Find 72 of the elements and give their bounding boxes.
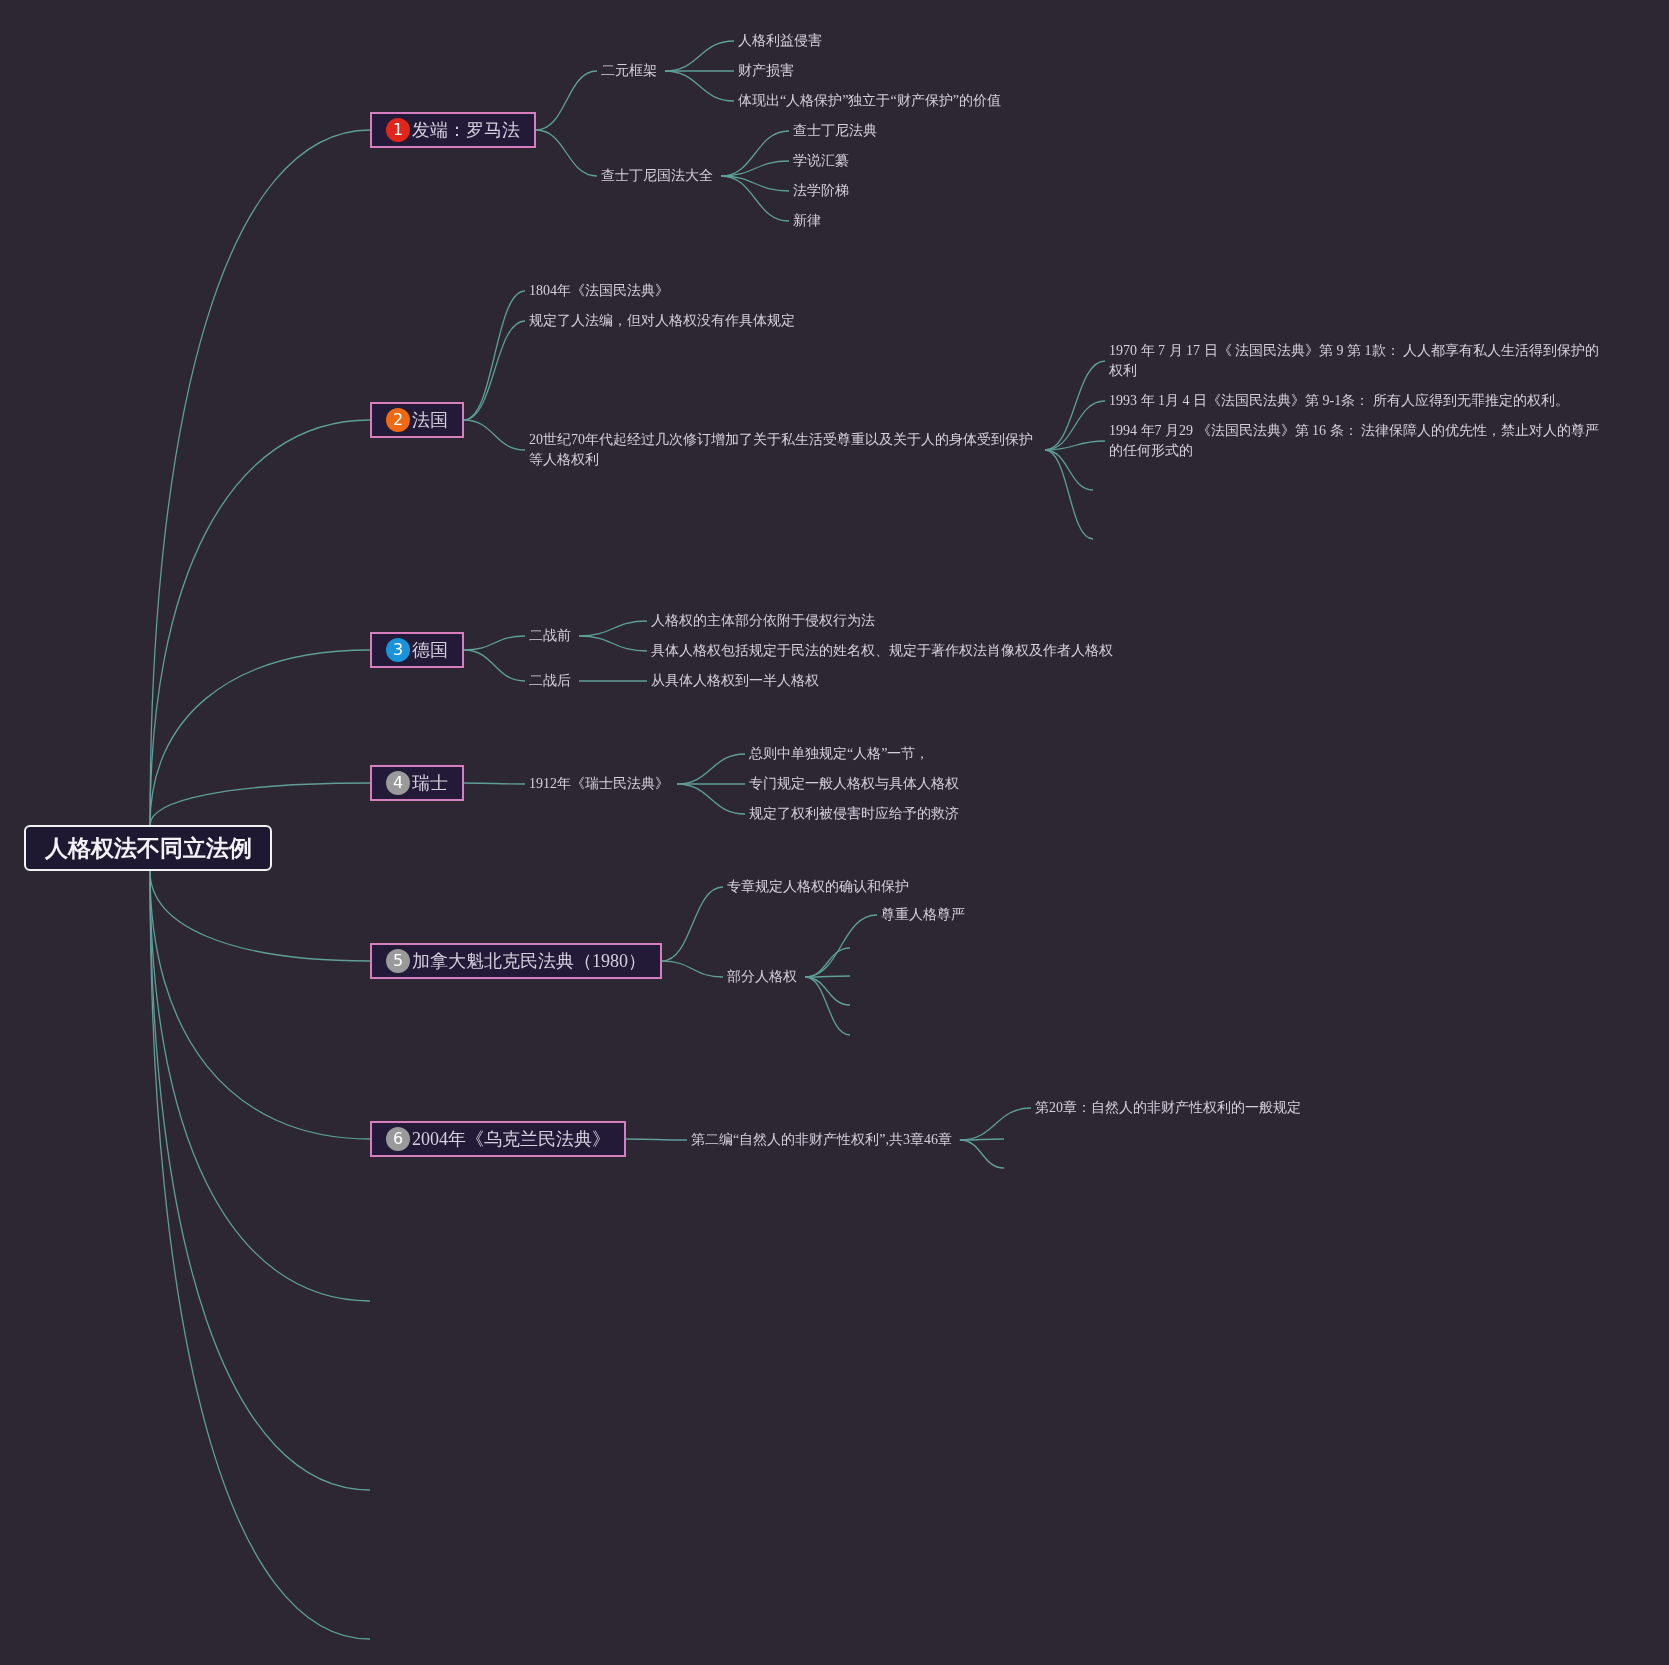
main-topic-box [370,765,464,801]
branch-text: 法学阶梯 [789,181,857,201]
branch-line [535,70,598,131]
branch-line [804,976,851,1006]
branch-line [1044,449,1094,491]
branch-text: 尊重人格尊严 [877,905,973,925]
topic-label: 加拿大魁北克民法典（1980） [412,950,646,973]
topic-label: 瑞士 [412,772,448,795]
branch-text: 专门规定一般人格权与具体人格权 [745,774,967,794]
branch-line [535,129,598,177]
branch-text: 二战前 [525,626,579,646]
branch-text: 体现出“人格保护”独立于“财产保护”的价值 [734,91,1009,111]
branch-line [578,635,648,652]
branch-line [661,960,724,978]
topic-label: 2004年《乌克兰民法典》 [412,1128,610,1151]
topic-label: 法国 [412,409,448,432]
branch-line [1044,449,1094,540]
branch-text: 部分人格权 [723,967,805,987]
main-topic-box [370,943,662,979]
branch-line [463,419,526,451]
branch-text: 从具体人格权到一半人格权 [647,671,827,691]
branch-text: 查士丁尼国法大全 [597,166,721,186]
branch-line [676,783,746,815]
branch-text: 具体人格权包括规定于民法的姓名权、规定于著作权法肖像权及作者人格权 [647,641,1121,661]
branch-line [1044,440,1106,451]
branch-text: 1970 年 7 月 17 日《 法国民法典》第 9 第 1款： 人人都享有私人生活得到保护的权利 [1105,341,1610,381]
branch-line [804,976,851,1036]
branch-text: 专章规定人格权的确认和保护 [723,877,917,897]
main-topic-box [370,402,464,438]
branch-line [625,1138,688,1141]
branch-line [720,175,790,222]
branch-text: 总则中单独规定“人格”一节， [745,744,938,764]
branch-line [664,70,735,102]
branch-text: 1912年《瑞士民法典》 [525,774,677,794]
branch-line [959,1139,1005,1169]
number-badge: 5 [386,949,410,973]
branch-text: 第二编“自然人的非财产性权利”,共3章46章 [687,1130,960,1150]
main-topic-box [370,632,464,668]
branch-line [959,1138,1005,1141]
branch-text: 20世纪70年代起经过几次修订增加了关于私生活受尊重以及关于人的身体受到保护等人格权利 [525,430,1045,470]
branch-text: 1994 年7 月29 《法国民法典》第 16 条： 法律保障人的优先性，禁止对人的尊严的任何形式的 [1105,421,1610,461]
branch-text: 规定了权利被侵害时应给予的救济 [745,804,967,824]
topic-label: 发端：罗马法 [412,119,520,142]
branch-text: 第20章：自然人的非财产性权利的一般规定 [1031,1098,1309,1118]
branch-text: 新律 [789,211,829,231]
branch-text: 规定了人法编，但对人格权没有作具体规定 [525,311,803,331]
branch-text: 1993 年 1月 4 日《法国民法典》第 9-1条： 所有人应得到无罪推定的权利。 [1105,391,1577,411]
branch-text: 1804年《法国民法典》 [525,281,677,301]
branch-line [720,175,790,192]
branch-line [661,886,724,962]
central-topic: 人格权法不同立法例 [24,825,272,871]
branch-text: 财产损害 [734,61,802,81]
branch-line [463,649,526,682]
branch-text: 二元框架 [597,61,665,81]
branch-text: 人格权的主体部分依附于侵权行为法 [647,611,883,631]
branch-line [463,782,526,785]
branch-text: 学说汇纂 [789,151,857,171]
number-badge: 6 [386,1127,410,1151]
branch-line [578,680,648,682]
topic-label: 德国 [412,639,448,662]
number-badge: 3 [386,638,410,662]
main-topic-box [370,1121,626,1157]
branch-line [149,782,371,826]
number-badge: 2 [386,408,410,432]
branch-text: 人格利益侵害 [734,31,830,51]
number-badge: 1 [386,118,410,142]
branch-text: 二战后 [525,671,579,691]
main-topic-box [370,112,536,148]
branch-line [149,649,371,826]
branch-line [804,975,851,978]
branch-text: 查士丁尼法典 [789,121,885,141]
number-badge: 4 [386,771,410,795]
